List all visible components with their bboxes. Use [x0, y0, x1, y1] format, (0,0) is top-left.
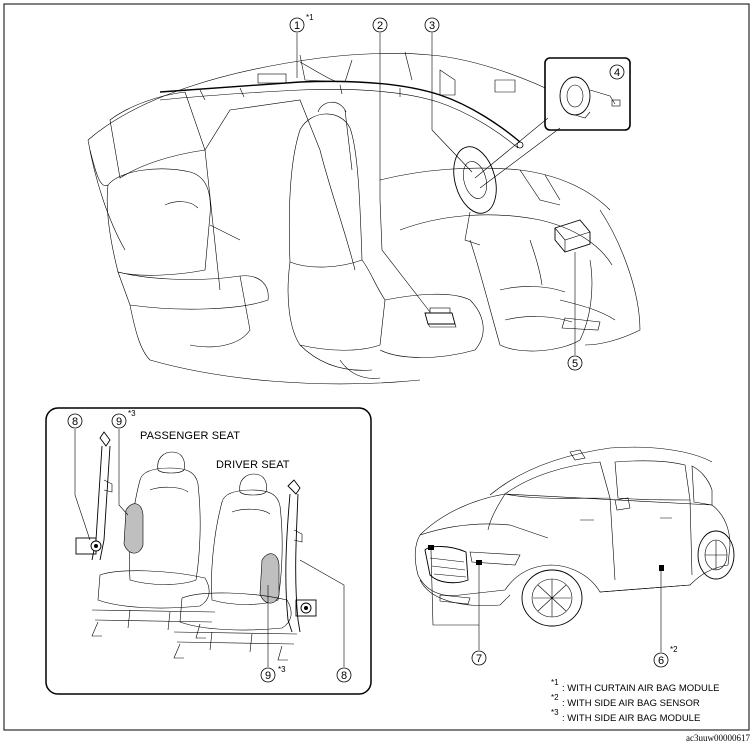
svg-text:9: 9: [116, 416, 122, 428]
svg-text:1: 1: [294, 20, 300, 32]
footnote-1-mark: *1: [551, 678, 559, 687]
callout-5: 5: [567, 355, 583, 371]
svg-text:7: 7: [476, 653, 482, 665]
svg-text:4: 4: [614, 67, 620, 79]
passenger-seat-illustration: [91, 451, 216, 639]
callout-7: 7: [471, 650, 487, 666]
callout-4: 4: [609, 64, 625, 80]
callout-1: 1 *1: [289, 13, 314, 33]
svg-text:2: 2: [377, 20, 383, 32]
callout-2: 2: [372, 17, 388, 33]
svg-text:*1: *1: [306, 13, 314, 22]
svg-text:6: 6: [658, 655, 664, 667]
svg-text:8: 8: [341, 670, 347, 682]
callout-8-passenger: 8: [67, 413, 83, 429]
svg-text:8: 8: [72, 416, 78, 428]
air-bag-module-right: [554, 219, 591, 253]
svg-text:*3: *3: [278, 665, 286, 674]
seats-inset-frame: [45, 407, 372, 695]
footnote-2-text: : WITH SIDE AIR BAG SENSOR: [562, 698, 700, 709]
passenger-seat-belt: [75, 431, 113, 561]
driver-seat-illustration: [173, 473, 298, 661]
driver-seat-label: DRIVER SEAT: [216, 459, 290, 471]
footnotes: *1 : WITH CURTAIN AIR BAG MODULE *2 : WI…: [551, 678, 719, 724]
callout-8-driver: 8: [336, 667, 352, 683]
callout-9-driver: 9 *3: [260, 665, 286, 683]
callout-6: 6 *2: [653, 645, 678, 668]
curtain-air-bag-module: [159, 73, 524, 149]
vehicle-exterior-illustration: [414, 446, 735, 627]
passenger-seat-label: PASSENGER SEAT: [140, 430, 240, 442]
leader-lines-seats: [74, 429, 345, 667]
figure-frame: [3, 3, 750, 731]
svg-text:*3: *3: [128, 409, 136, 418]
footnote-2-mark: *2: [551, 693, 559, 702]
driver-seat-belt: [285, 479, 317, 633]
svg-text:3: 3: [429, 20, 435, 32]
svg-text:5: 5: [572, 358, 578, 370]
svg-text:*2: *2: [670, 645, 678, 654]
figure-code: ac3uuw00000617: [686, 733, 750, 743]
leader-lines-exterior: [430, 549, 662, 652]
callout-3: 3: [424, 17, 440, 33]
leader-lines-top: [296, 33, 576, 355]
svg-text:9: 9: [265, 670, 271, 682]
vehicle-interior-illustration: [87, 51, 641, 385]
clock-spring-inset: [544, 57, 631, 131]
footnote-1-text: : WITH CURTAIN AIR BAG MODULE: [562, 683, 719, 694]
footnote-3-mark: *3: [551, 708, 559, 717]
sas-control-module: [424, 307, 457, 328]
footnote-3-text: : WITH SIDE AIR BAG MODULE: [562, 713, 700, 724]
callout-9-passenger: 9 *3: [111, 409, 136, 429]
